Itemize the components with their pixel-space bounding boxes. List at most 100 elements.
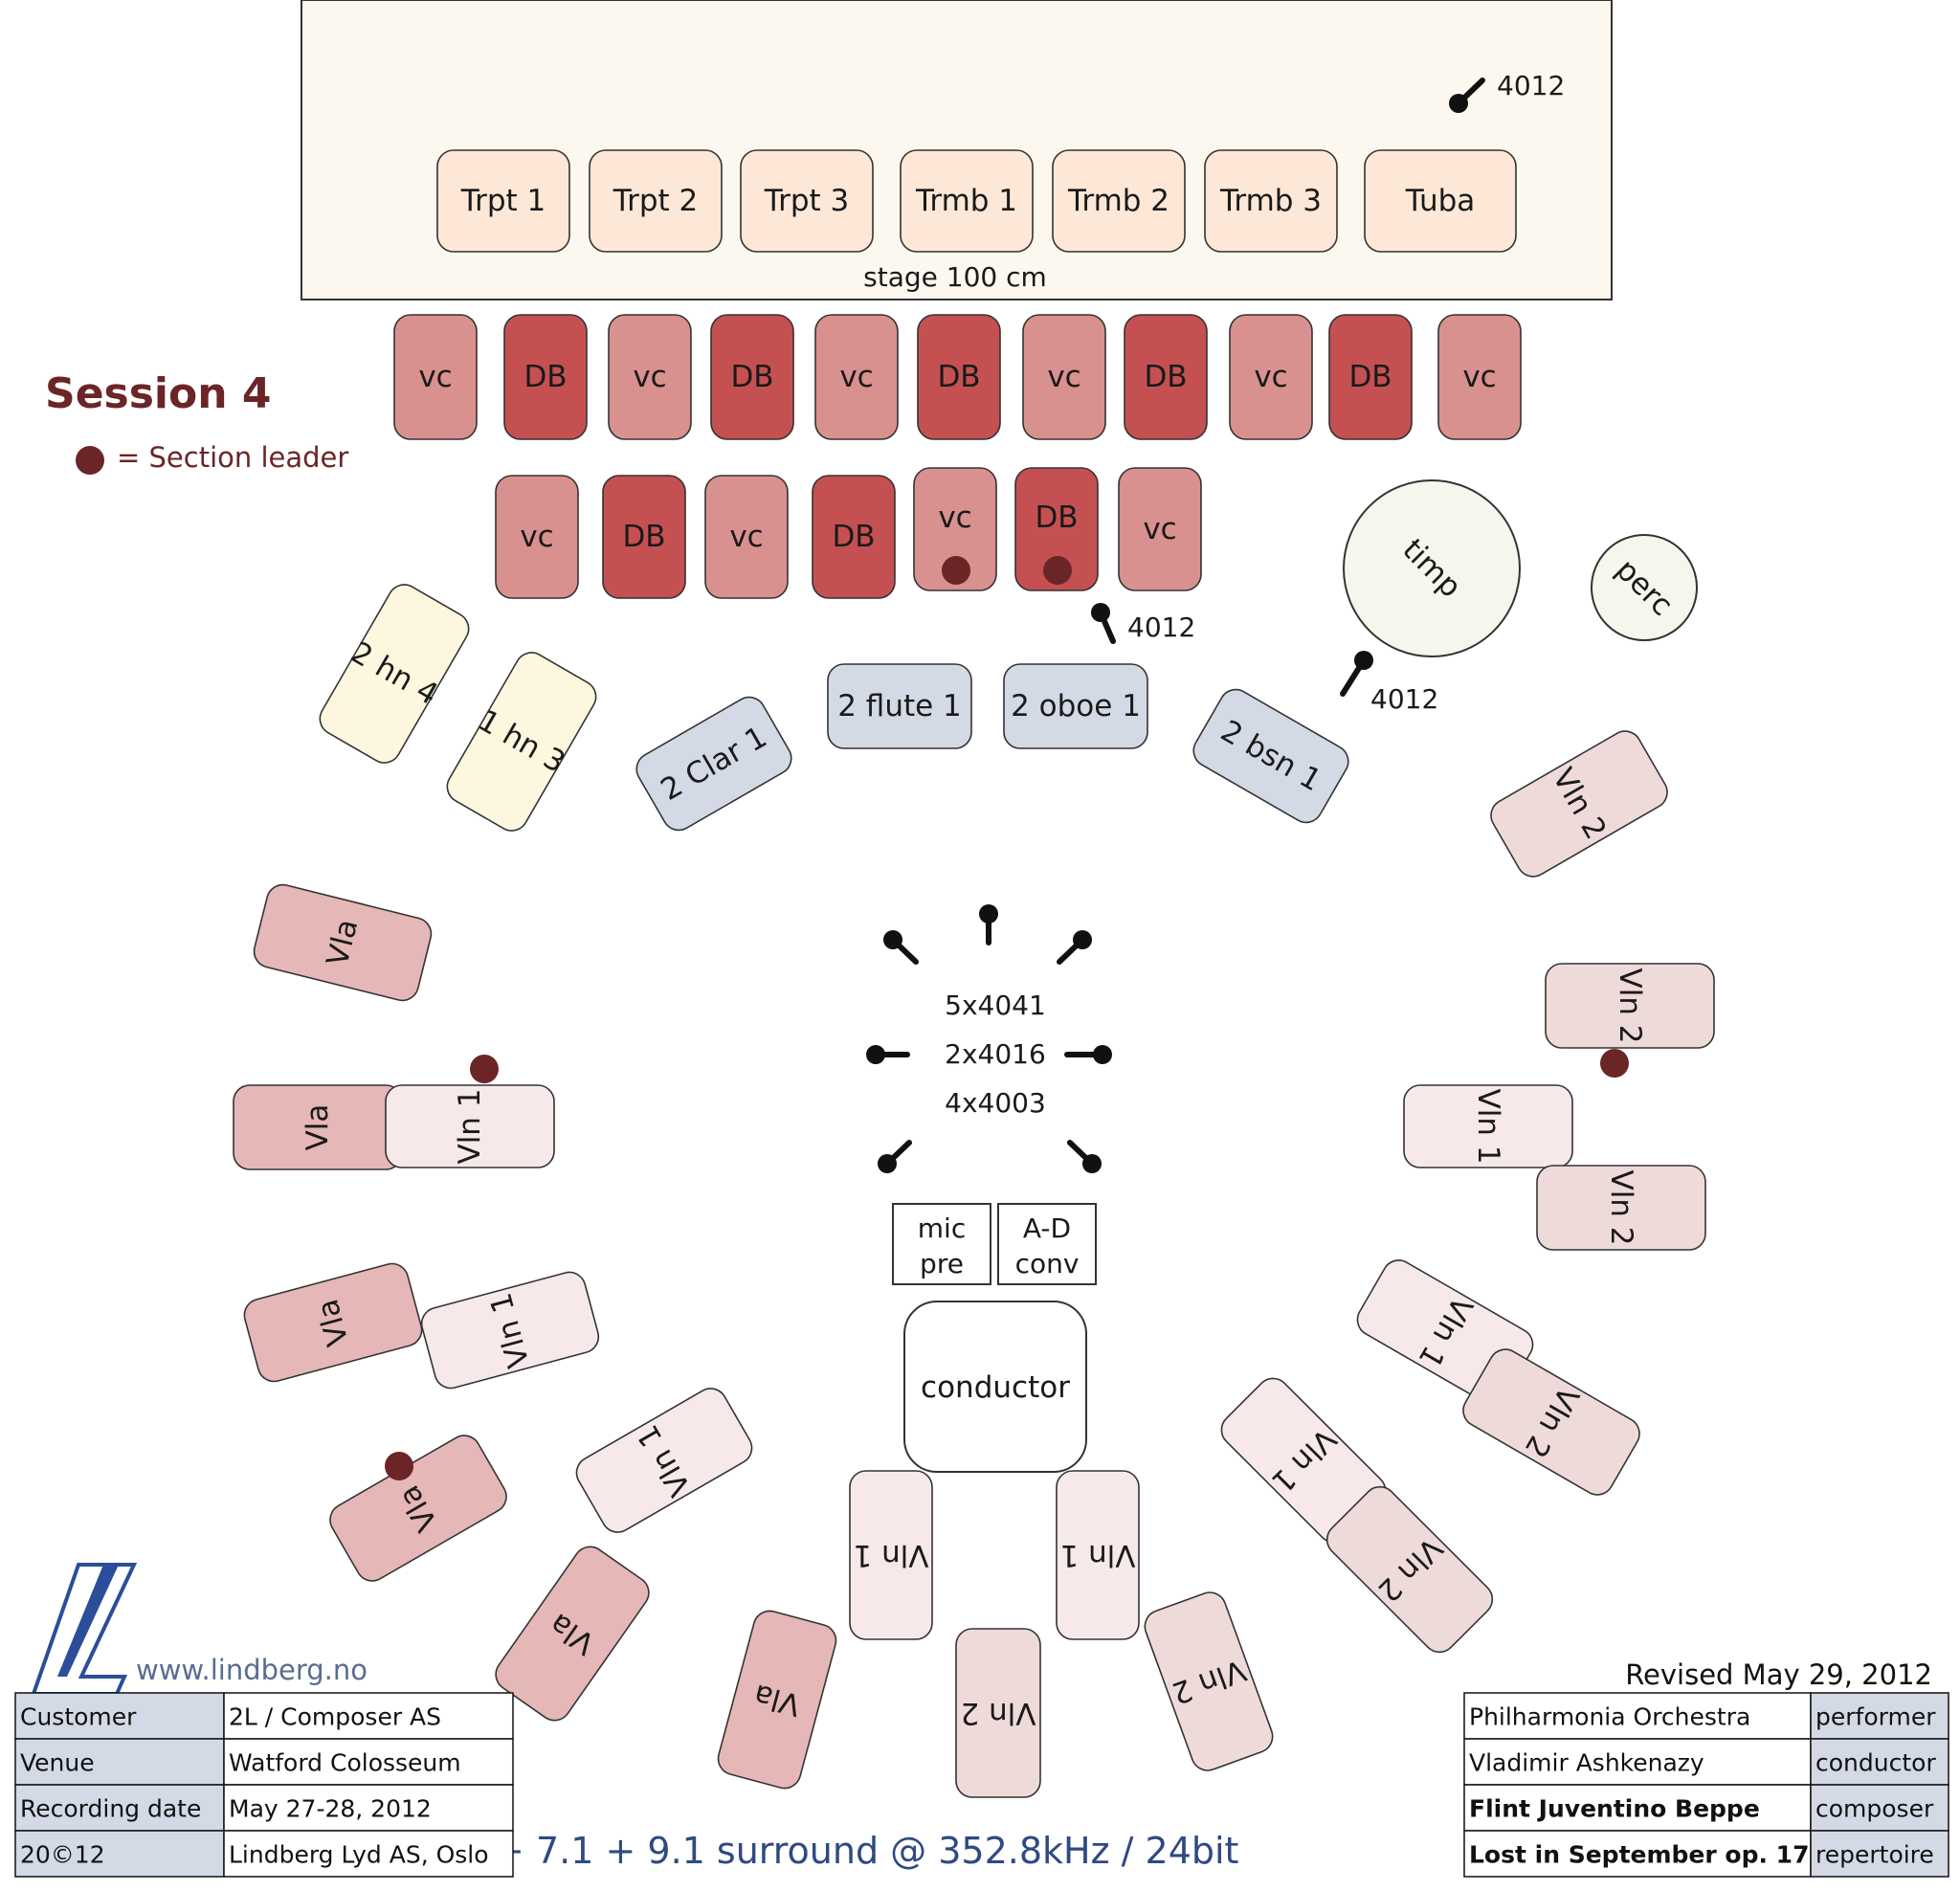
legend-text: = Section leader [117, 441, 348, 474]
bass-row1-10-label: DB [1348, 360, 1392, 394]
bass-row2-6-section-leader-dot [1043, 556, 1072, 585]
cello-row2-5-box [913, 467, 997, 591]
violin1-3-box [575, 1388, 753, 1533]
credits-table-cell [1463, 1692, 1812, 1740]
session-info-table-text: May 27-28, 2012 [229, 1795, 432, 1823]
credits-table-cell [1810, 1784, 1949, 1832]
violin2-3: Vln 2 [1536, 1165, 1706, 1251]
violin2-4-box [1462, 1348, 1640, 1496]
violin2-3-box [1536, 1165, 1706, 1251]
mic-4012-overhead-icon [1449, 78, 1485, 113]
cello-row1-1-label: vc [418, 360, 452, 394]
violin1-1-section-leader-dot [470, 1055, 499, 1083]
credits-table-text: Lost in September op. 17 [1469, 1841, 1809, 1869]
credits-table-cell [1463, 1738, 1812, 1786]
clarinet-box [635, 696, 792, 832]
ad-converter-label-2: conv [1015, 1248, 1080, 1279]
session-info-table-text: 20©12 [20, 1841, 105, 1869]
section-leader-legend-dot [76, 446, 104, 475]
cello-row1-11-box [1437, 314, 1522, 440]
bass-row2-2: DB [602, 475, 686, 599]
session-info-table-text: Recording date [20, 1795, 201, 1823]
violin1-4-box [849, 1470, 933, 1640]
cello-row1-9-label: vc [1254, 360, 1287, 394]
violin2-4: Vln 2 [1462, 1348, 1640, 1496]
cello-row1-3-label: vc [633, 360, 666, 394]
brass-7: Tuba [1364, 149, 1517, 253]
session-info-table-cell [223, 1738, 514, 1786]
violin1-3: Vln 1 [575, 1388, 753, 1533]
bass-row2-4-box [812, 475, 896, 599]
mic-array-left-icon [866, 1045, 910, 1064]
brass-7-box [1364, 149, 1517, 253]
cello-row2-3: vc [704, 475, 789, 599]
horn-2-4: 2 hn 4 [319, 584, 470, 764]
credits-table-text: Flint Juventino Beppe [1469, 1795, 1760, 1823]
bass-row1-6-box [917, 314, 1001, 440]
session-info-table-cell [223, 1784, 514, 1832]
mic-4012-overhead-label: 4012 [1497, 70, 1565, 101]
bass-row2-4: DB [812, 475, 896, 599]
mic-array-upper-left-icon [883, 930, 919, 965]
cello-row1-3: vc [608, 314, 692, 440]
surround-format: 5.7 + 7.1 + 9.1 surround @ 352.8kHz / 24… [425, 1830, 1239, 1872]
horn-2-4-box [319, 584, 470, 764]
cello-row2-5-label: vc [938, 501, 971, 535]
cello-row1-5-label: vc [839, 360, 873, 394]
violin2-7: Vln 2 [955, 1628, 1041, 1798]
flute: 2 flute 1 [827, 663, 972, 749]
violin1-5-label: Vln 1 [1059, 1538, 1135, 1572]
cello-row2-7-label: vc [1143, 512, 1176, 546]
violin1-2: Vln 1 [420, 1271, 600, 1390]
cello-row2-5: vc [913, 467, 997, 591]
viola-2: Vla [233, 1084, 403, 1170]
viola-1-box [253, 883, 433, 1002]
session-info-table-cell [14, 1738, 225, 1786]
session-info-table-cell [223, 1830, 514, 1878]
viola-6: Vla [717, 1610, 837, 1790]
flute-box [827, 663, 972, 749]
mic-array-right-icon [1064, 1045, 1112, 1064]
bass-row1-4: DB [710, 314, 794, 440]
credits-table-cell [1463, 1830, 1812, 1878]
cello-row2-7: vc [1118, 467, 1202, 591]
violin1-6: Vln 1 [1220, 1377, 1387, 1544]
credits-table-text: Philharmonia Orchestra [1469, 1703, 1750, 1731]
horn-1-3: 1 hn 3 [446, 652, 597, 832]
violin1-5-box [1056, 1470, 1140, 1640]
brass-2-label: Trpt 2 [612, 184, 699, 218]
bass-row2-6-box [1014, 467, 1099, 591]
clarinet: 2 Clar 1 [635, 696, 792, 832]
brass-7-label: Tuba [1405, 184, 1476, 218]
cello-row1-1: vc [393, 314, 478, 440]
brass-4-box [900, 149, 1034, 253]
percussion: perc [1591, 534, 1698, 641]
mic-array-line-1: 5x4041 [945, 990, 1046, 1021]
cello-row1-9-box [1229, 314, 1313, 440]
credits-table-text: repertoire [1815, 1841, 1934, 1869]
brass-6: Trmb 3 [1204, 149, 1338, 253]
mic-array-line-3: 4x4003 [945, 1087, 1046, 1119]
bass-row1-6: DB [917, 314, 1001, 440]
mic-preamp-label-2: pre [920, 1248, 964, 1279]
mic-4012-woodwind-label: 4012 [1127, 612, 1195, 643]
bass-row2-6-label: DB [1035, 501, 1078, 535]
conductor-label: conductor [921, 1370, 1070, 1405]
brass-1-box [436, 149, 570, 253]
brass-3-label: Trpt 3 [764, 184, 850, 218]
cello-row1-5-box [814, 314, 899, 440]
horn-1-3-box [446, 652, 597, 832]
oboe-box [1003, 663, 1148, 749]
brass-5-label: Trmb 2 [1067, 184, 1169, 218]
violin2-2: Vln 2 [1545, 963, 1715, 1049]
bass-row1-8: DB [1124, 314, 1208, 440]
mic-preamp-label-1: mic [918, 1212, 966, 1244]
viola-1: Vla [253, 883, 433, 1002]
violin2-2-box [1545, 963, 1715, 1049]
violin1-1-box [385, 1084, 555, 1168]
credits-table-text: composer [1815, 1795, 1934, 1823]
violin2-7-label: Vln 2 [960, 1696, 1036, 1730]
bass-row1-4-box [710, 314, 794, 440]
